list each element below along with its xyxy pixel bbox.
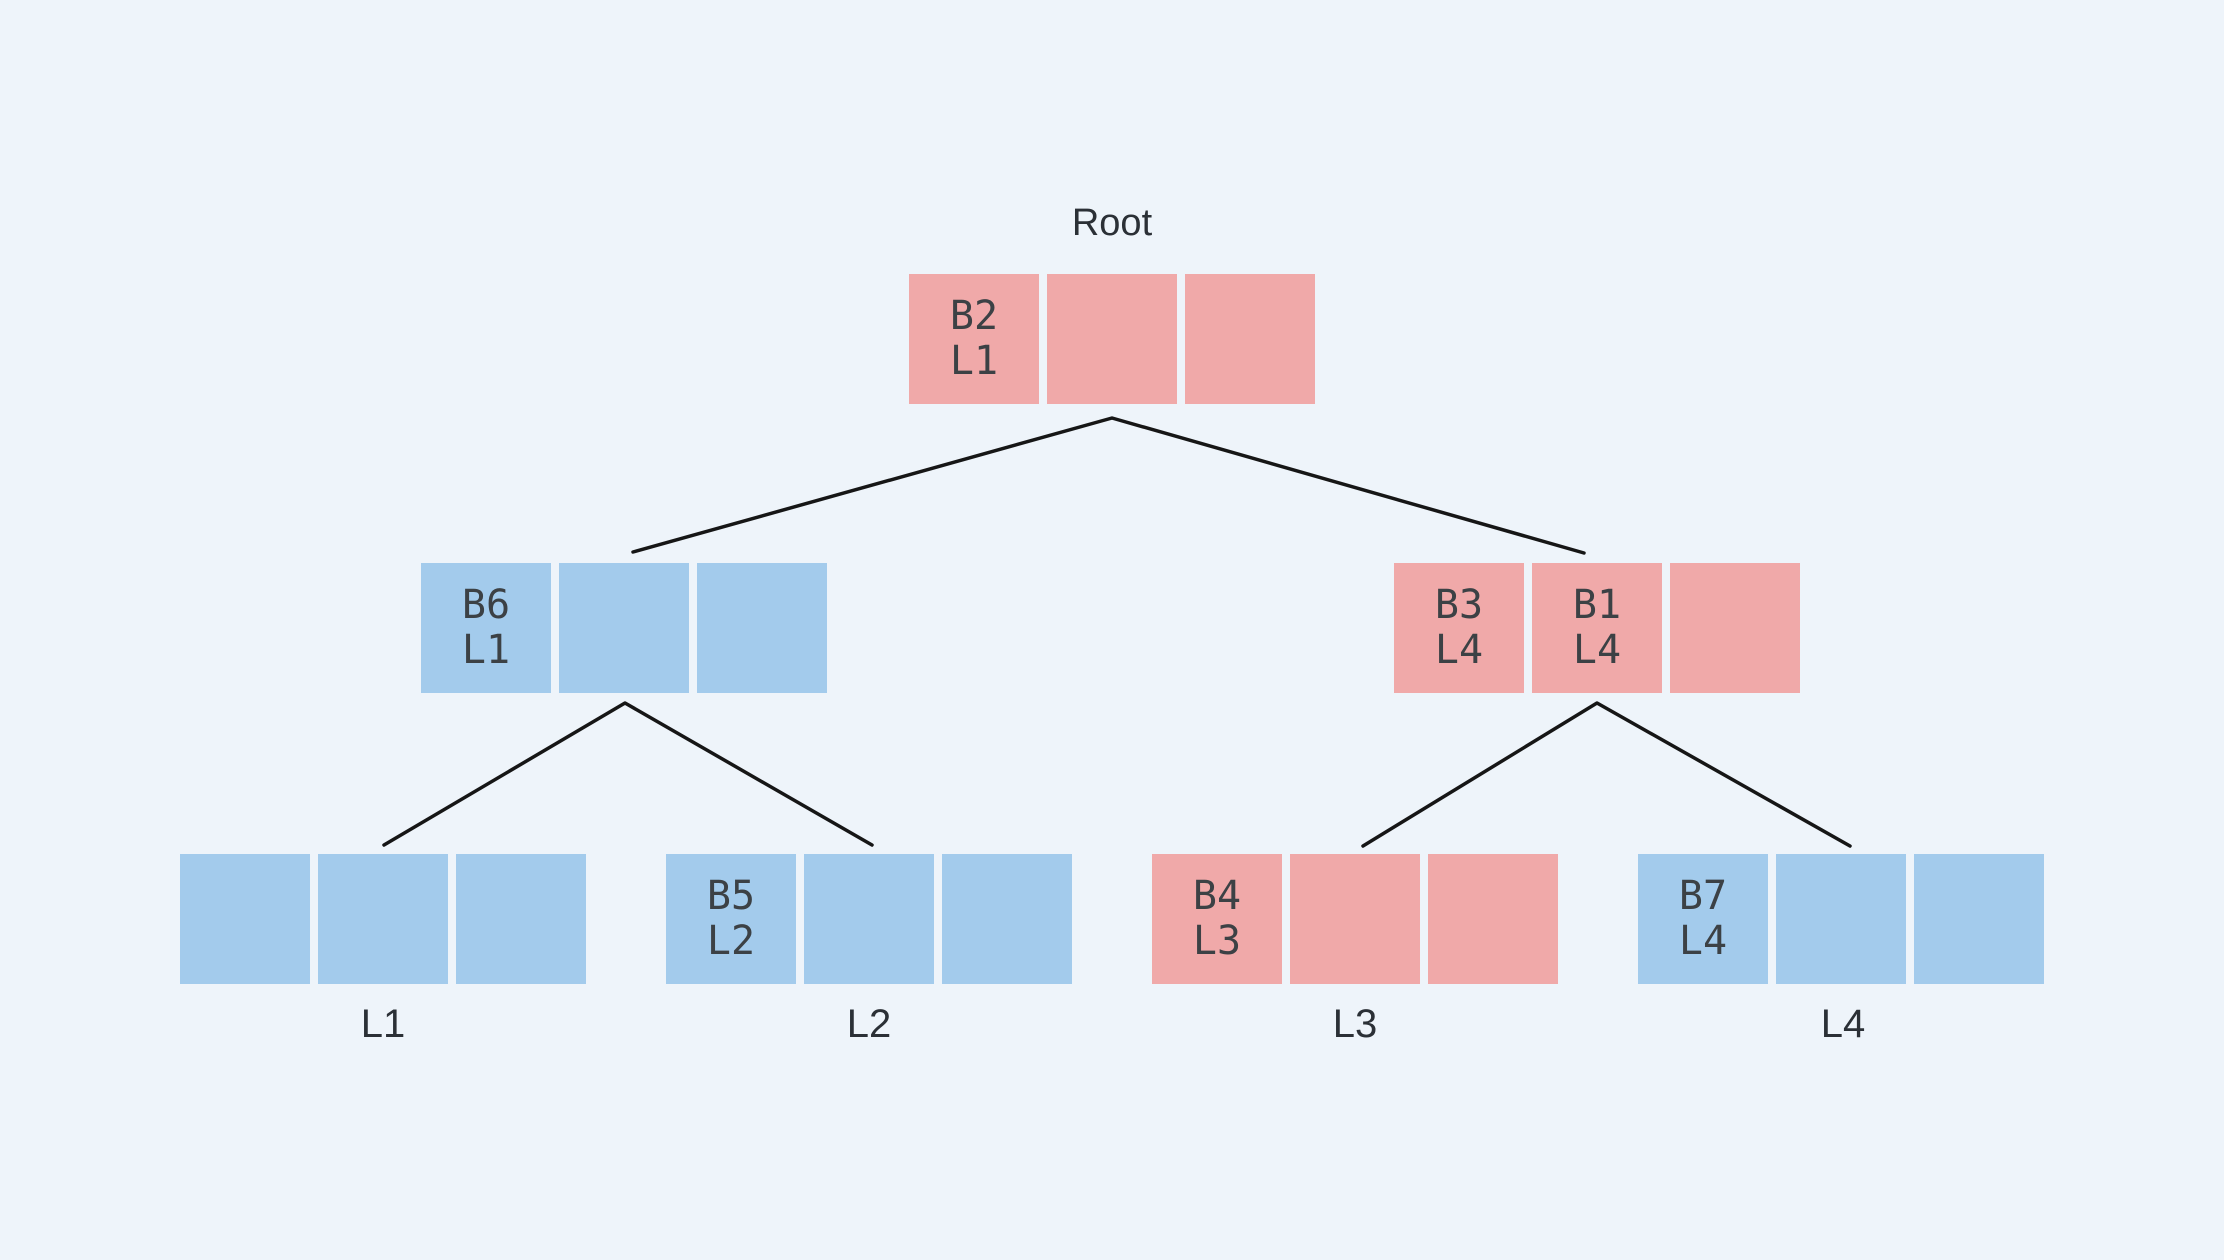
node-cell: B2 L1: [909, 274, 1039, 404]
node-internal-right: B3 L4 B1 L4: [1394, 563, 1800, 693]
node-leaf-4: B7 L4: [1638, 854, 2044, 984]
node-cell: [804, 854, 934, 984]
node-cell: [318, 854, 448, 984]
node-cell: B1 L4: [1532, 563, 1662, 693]
leaf-label-3: L3: [1332, 1002, 1378, 1046]
node-cell: B4 L3: [1152, 854, 1282, 984]
node-cell: B6 L1: [421, 563, 551, 693]
root-label: Root: [1071, 202, 1153, 244]
node-cell: B5 L2: [666, 854, 796, 984]
node-cell: [1290, 854, 1420, 984]
leaf-label-4: L4: [1820, 1002, 1866, 1046]
connector-root-to-internals: [631, 416, 1586, 555]
node-cell: [1047, 274, 1177, 404]
node-cell: [1914, 854, 2044, 984]
node-leaf-3: B4 L3: [1152, 854, 1558, 984]
node-cell: [456, 854, 586, 984]
leaf-label-2: L2: [846, 1002, 892, 1046]
node-root: B2 L1: [909, 274, 1315, 404]
node-cell: [1670, 563, 1800, 693]
node-cell: [1185, 274, 1315, 404]
node-cell: B3 L4: [1394, 563, 1524, 693]
node-leaf-1: [180, 854, 586, 984]
node-leaf-2: B5 L2: [666, 854, 1072, 984]
node-internal-left: B6 L1: [421, 563, 827, 693]
node-cell: [559, 563, 689, 693]
node-cell: B7 L4: [1638, 854, 1768, 984]
node-cell: [697, 563, 827, 693]
connector-internal-left-to-leaves: [382, 701, 874, 847]
connector-internal-right-to-leaves: [1361, 701, 1852, 848]
node-cell: [180, 854, 310, 984]
leaf-label-1: L1: [360, 1002, 406, 1046]
node-cell: [942, 854, 1072, 984]
node-cell: [1428, 854, 1558, 984]
node-cell: [1776, 854, 1906, 984]
